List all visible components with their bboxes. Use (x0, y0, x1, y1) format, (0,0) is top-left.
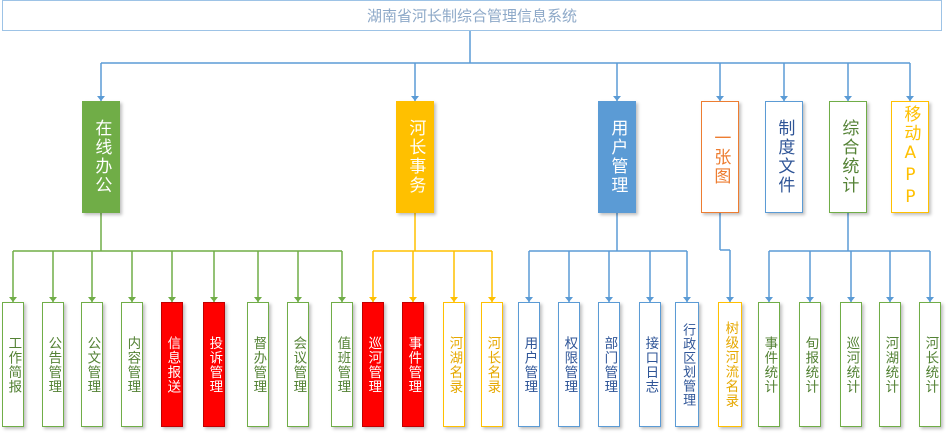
leaf-statistics: 旬报统计 (799, 302, 821, 427)
node-mobile-app: 移动APP (891, 101, 929, 213)
leaf-statistics: 河长统计 (919, 302, 941, 427)
leaf-statistics: 河湖统计 (879, 302, 901, 427)
leaf-online-office: 内容管理 (121, 302, 143, 427)
leaf-online-office: 公文管理 (81, 302, 103, 427)
leaf-online-office: 工作简报 (2, 302, 24, 427)
leaf-user-management: 接口日志 (639, 302, 661, 427)
leaf-online-office: 信息报送 (161, 302, 183, 427)
leaf-river-affairs: 巡河管理 (362, 302, 384, 427)
leaf-user-management: 行政区划管理 (675, 302, 699, 427)
leaf-river-affairs: 事件管理 (402, 302, 424, 427)
leaf-online-office: 值班管理 (331, 302, 353, 427)
node-river-affairs: 河长事务 (396, 101, 434, 213)
leaf-river-affairs: 河长名录 (481, 302, 503, 427)
leaf-user-management: 部门管理 (598, 302, 620, 427)
leaf-user-management: 用户管理 (518, 302, 540, 427)
node-statistics: 综合统计 (829, 101, 867, 213)
leaf-statistics: 事件统计 (758, 302, 780, 427)
leaf-river-affairs: 河湖名录 (443, 302, 465, 427)
leaf-statistics: 巡河统计 (840, 302, 862, 427)
node-one-map: 一张图 (701, 101, 739, 213)
node-regulations: 制度文件 (765, 101, 803, 213)
node-online-office: 在线办公 (82, 101, 120, 213)
node-user-management: 用户管理 (598, 101, 636, 213)
leaf-online-office: 会议管理 (287, 302, 309, 427)
leaf-one-map: 树级河流名录 (718, 302, 742, 427)
leaf-online-office: 投诉管理 (203, 302, 225, 427)
leaf-online-office: 公告管理 (42, 302, 64, 427)
leaf-user-management: 权限管理 (558, 302, 580, 427)
root-node: 湖南省河长制综合管理信息系统 (2, 0, 942, 31)
leaf-online-office: 督办管理 (247, 302, 269, 427)
